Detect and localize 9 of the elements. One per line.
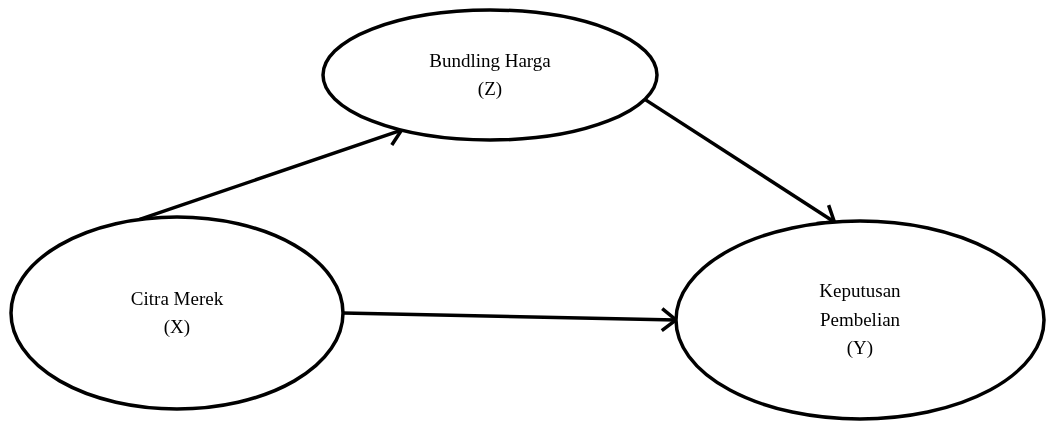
variable-name: Keputusan Pembelian [818, 279, 902, 332]
ellipse-node [8, 214, 346, 412]
variable-symbol: (X) [163, 315, 191, 339]
ellipse-node [320, 7, 660, 143]
variable-symbol: (Z) [477, 77, 503, 101]
ellipse-node [673, 218, 1047, 422]
variable-name: Citra Merek [130, 286, 224, 311]
variable-name: Bundling Harga [429, 48, 551, 73]
variable-symbol: (Y) [846, 336, 874, 361]
